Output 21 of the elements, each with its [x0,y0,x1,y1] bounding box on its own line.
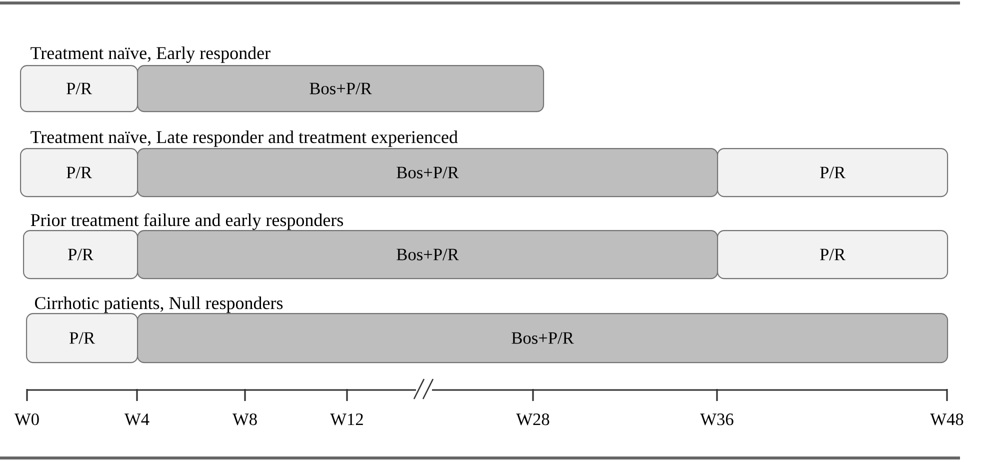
row-heading: Treatment naïve, Late responder and treatment experienced [30,130,458,147]
row-heading: Prior treatment failure and early responders [30,213,344,230]
row-heading: Treatment naïve, Early responder [30,46,270,63]
phase-bar: Bos+P/R [137,65,544,112]
phase-bar: P/R [26,313,138,364]
tick-label: W8 [232,413,257,426]
tick-label: W0 [14,413,39,426]
tick-label: W4 [124,414,150,426]
tick-label: W12 [330,414,363,426]
phase-bar: Bos+P/R [137,230,718,280]
phase-bar: P/R [717,230,948,280]
phase-bar: P/R [20,65,138,112]
phase-bar: Bos+P/R [137,313,948,364]
row-heading: Cirrhotic patients, Null responders [35,296,283,313]
phase-bar: P/R [20,148,138,198]
tick-label: W36 [700,414,734,426]
phase-bar: Bos+P/R [137,148,718,198]
tick-label: W48 [930,413,964,426]
phase-bar: P/R [23,230,138,280]
phase-bar: P/R [717,148,948,198]
tick-label: W28 [516,413,550,426]
